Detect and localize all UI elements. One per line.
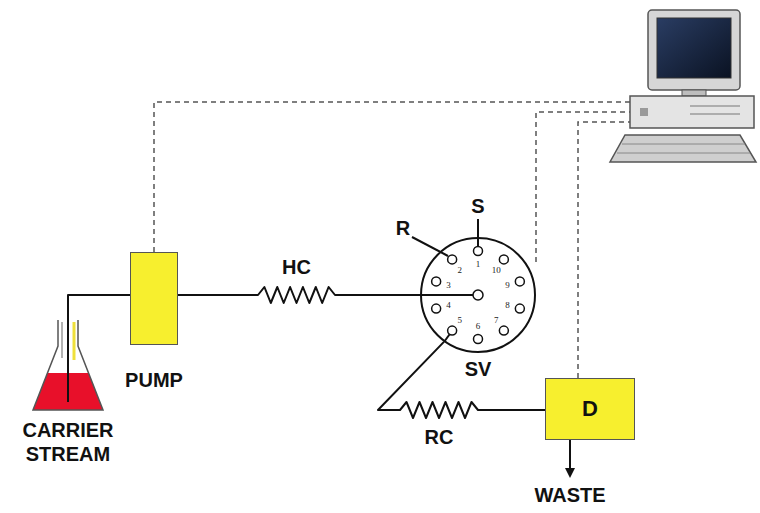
pump-control-line bbox=[154, 102, 630, 252]
flask-drawing bbox=[13, 318, 123, 418]
valve-port bbox=[432, 277, 441, 286]
keyboard bbox=[610, 135, 756, 162]
port-number: 8 bbox=[505, 300, 510, 309]
leader-line bbox=[412, 237, 448, 256]
carrier-flask: CARRIER STREAM bbox=[13, 318, 123, 466]
drive-slot bbox=[690, 106, 740, 107]
valve-port bbox=[499, 326, 508, 335]
selection-valve: SV bbox=[420, 237, 536, 353]
cpu-case bbox=[630, 96, 754, 128]
detector-label: D bbox=[582, 396, 598, 422]
tubing-line bbox=[178, 287, 420, 303]
valve-port bbox=[448, 255, 457, 264]
valve-port bbox=[474, 335, 483, 344]
component-label: CARRIER STREAM bbox=[13, 418, 123, 466]
waste-arrow bbox=[569, 440, 571, 476]
port-number: 1 bbox=[476, 260, 481, 269]
detector-box: D bbox=[545, 378, 635, 440]
control-lines bbox=[154, 102, 630, 378]
valve-port bbox=[515, 304, 524, 313]
coil-label: RC bbox=[423, 426, 456, 448]
port-name: R bbox=[396, 218, 410, 238]
port-number: 2 bbox=[458, 265, 463, 274]
valve-body bbox=[421, 238, 535, 352]
port-number: 5 bbox=[458, 316, 463, 325]
valve-port bbox=[474, 247, 483, 256]
monitor-stand bbox=[682, 90, 706, 96]
valve-inlet-line bbox=[420, 294, 473, 296]
flask-tube bbox=[61, 322, 63, 358]
key-row bbox=[622, 144, 745, 145]
leader-line bbox=[477, 219, 479, 247]
flask-tube bbox=[67, 318, 69, 402]
valve-port bbox=[515, 277, 524, 286]
flask-tube bbox=[73, 322, 76, 360]
coil-label: HC bbox=[280, 256, 313, 278]
computer-icon bbox=[610, 10, 756, 162]
port-number: 4 bbox=[446, 300, 451, 309]
power-button bbox=[640, 108, 648, 116]
tubing-line bbox=[68, 295, 130, 318]
port-name: S bbox=[471, 196, 484, 216]
tubing-line bbox=[378, 342, 545, 418]
port-number: 6 bbox=[476, 322, 481, 331]
component-label: PUMP bbox=[125, 368, 183, 392]
valve-drawing bbox=[420, 237, 536, 353]
port-number: 7 bbox=[494, 316, 499, 325]
port-number: 9 bbox=[505, 281, 510, 290]
pump-box: PUMP bbox=[130, 252, 178, 345]
valve-port bbox=[499, 255, 508, 264]
valve-hub bbox=[473, 290, 483, 300]
key-row bbox=[617, 153, 750, 154]
valve-control-line bbox=[536, 112, 630, 262]
drive-slot bbox=[690, 114, 740, 115]
outlet-label: WASTE bbox=[534, 485, 605, 505]
monitor bbox=[648, 10, 740, 90]
valve-port bbox=[448, 326, 457, 335]
screen bbox=[657, 18, 731, 78]
port-number: 3 bbox=[446, 281, 451, 290]
detector-control-line bbox=[578, 122, 630, 378]
port-number: 10 bbox=[492, 265, 501, 274]
component-label: SV bbox=[465, 357, 492, 381]
valve-port bbox=[432, 304, 441, 313]
